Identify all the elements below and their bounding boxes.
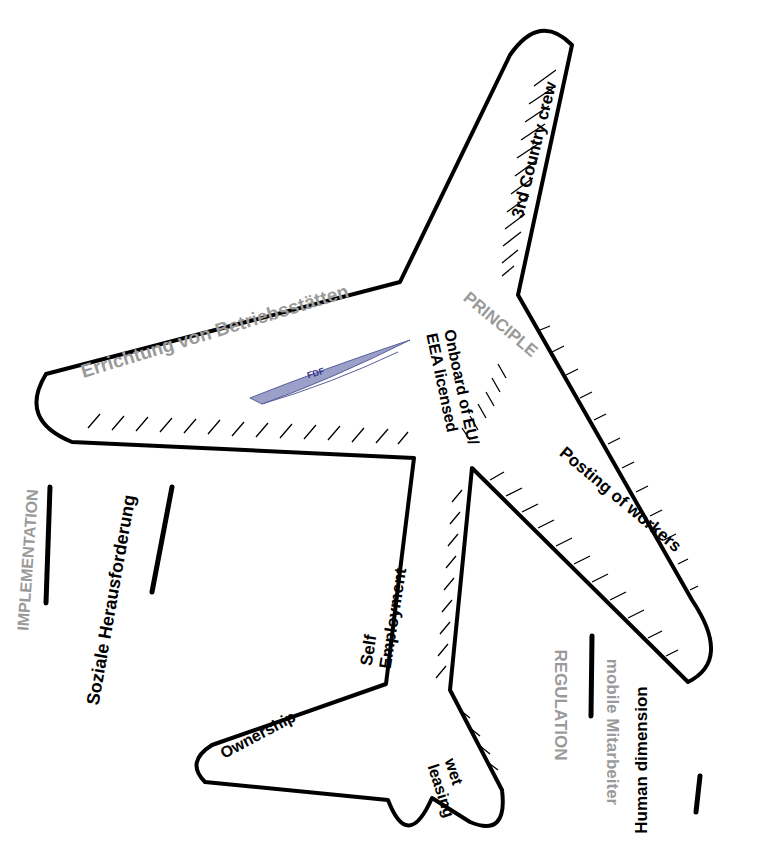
airplane-outline — [36, 31, 711, 826]
label-text: Soziale Herausforderung — [84, 493, 140, 706]
label-text: Human dimension — [633, 686, 652, 833]
label-text: mobile Mitarbeiter — [603, 659, 622, 805]
fdf-logo-swoosh — [250, 340, 410, 404]
implementation-label: IMPLEMENTATION — [14, 489, 41, 632]
accent-bars — [46, 487, 700, 812]
regulation-label: REGULATION — [551, 649, 570, 760]
